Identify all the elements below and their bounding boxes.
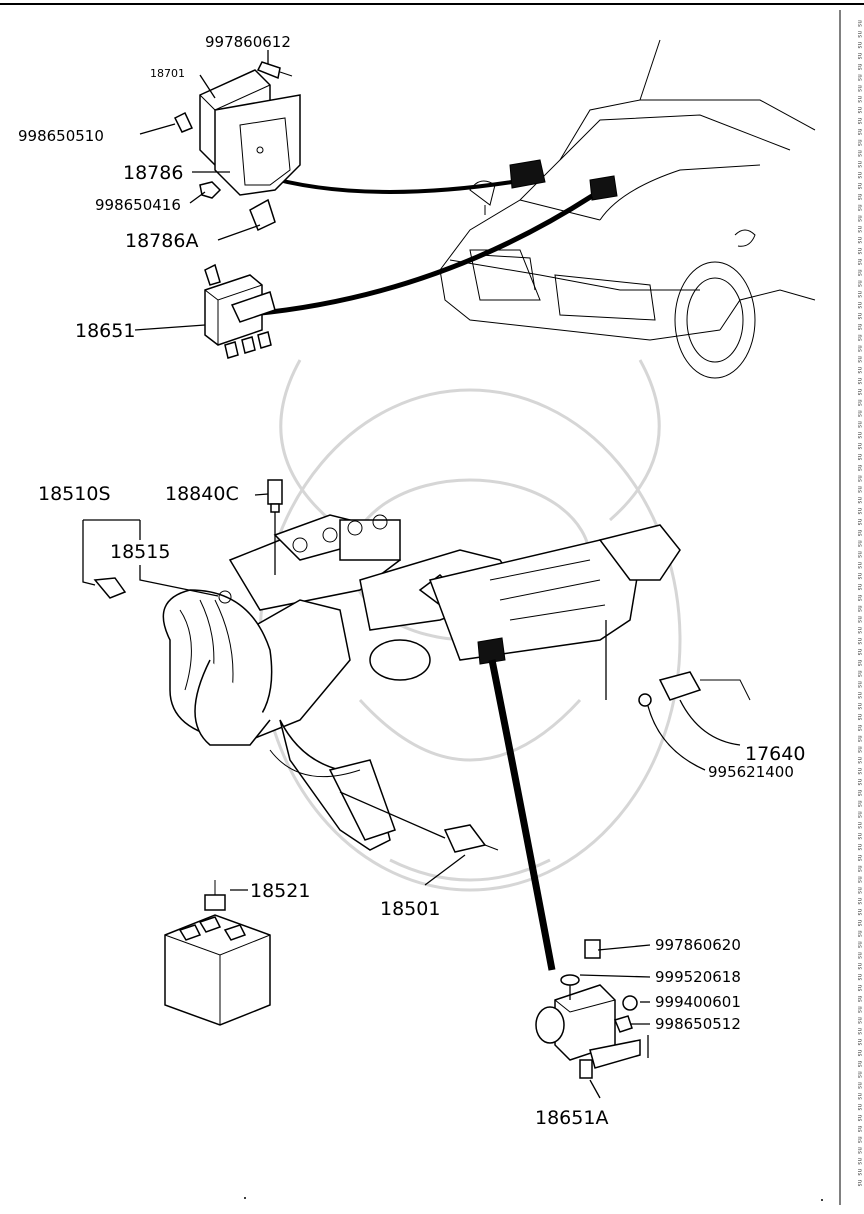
leader-997860620 — [597, 944, 651, 951]
part-label-997860612: 997860612 — [205, 33, 291, 51]
leader-18701 — [199, 74, 216, 99]
sensor-18840C — [267, 479, 283, 575]
leader-18515 — [139, 520, 219, 597]
part-label-998650416: 998650416 — [95, 196, 181, 214]
part-label-18510S: 18510S — [38, 483, 111, 505]
speck — [244, 1197, 246, 1199]
part-label-18521: 18521 — [250, 880, 310, 902]
part-label-998650512: 998650512 — [655, 1015, 741, 1033]
part-label-18701: 18701 — [150, 67, 185, 80]
part-label-18651: 18651 — [75, 320, 135, 342]
part-label-999520618: 999520618 — [655, 968, 741, 986]
part-label-18786A: 18786A — [125, 230, 198, 252]
locator-line-2 — [239, 193, 594, 318]
leader-17640 — [679, 699, 741, 746]
leader-18651 — [134, 324, 206, 331]
part-label-18840C: 18840C — [165, 483, 239, 505]
locator-line-1 — [259, 173, 513, 194]
leader-18840C — [254, 493, 269, 496]
part-label-18786: 18786 — [123, 162, 183, 184]
control-unit-assembly — [173, 61, 301, 232]
engine-transmission — [162, 514, 681, 851]
sensor-18510S — [93, 577, 232, 604]
part-label-997860620: 997860620 — [655, 936, 741, 954]
locator-line-3 — [488, 659, 556, 971]
leader-18651A — [589, 1079, 601, 1099]
leader-998650510 — [139, 123, 176, 135]
part-label-998650510: 998650510 — [18, 127, 104, 145]
leader-998650416 — [189, 191, 206, 204]
sensor-17640 — [638, 671, 751, 707]
part-label-17640: 17640 — [745, 743, 805, 765]
part-label-995621400: 995621400 — [708, 763, 794, 781]
part-label-999400601: 999400601 — [655, 993, 741, 1011]
battery-18521 — [164, 880, 271, 1026]
speck — [821, 1199, 823, 1201]
leader-18501-a — [339, 791, 446, 839]
car-illustration — [439, 39, 816, 379]
part-label-18501: 18501 — [380, 898, 440, 920]
sensor-18501 — [443, 824, 499, 853]
leader-995621400 — [647, 705, 706, 771]
leader-18510S — [82, 519, 140, 586]
leader-999520618 — [579, 974, 651, 978]
part-label-18515: 18515 — [110, 541, 170, 563]
part-label-18651A: 18651A — [535, 1107, 608, 1129]
leader-18501-b — [424, 854, 466, 886]
leader-18786A — [217, 224, 261, 241]
edge-watermark-strip: ns ns ns ns ns ns ns ns ns ns ns ns ns n… — [839, 10, 863, 1205]
relay-18651 — [204, 263, 276, 359]
svg-text:ns ns ns ns ns ns ns ns ns ns: ns ns ns ns ns ns ns ns ns ns ns ns ns n… — [856, 20, 863, 1187]
